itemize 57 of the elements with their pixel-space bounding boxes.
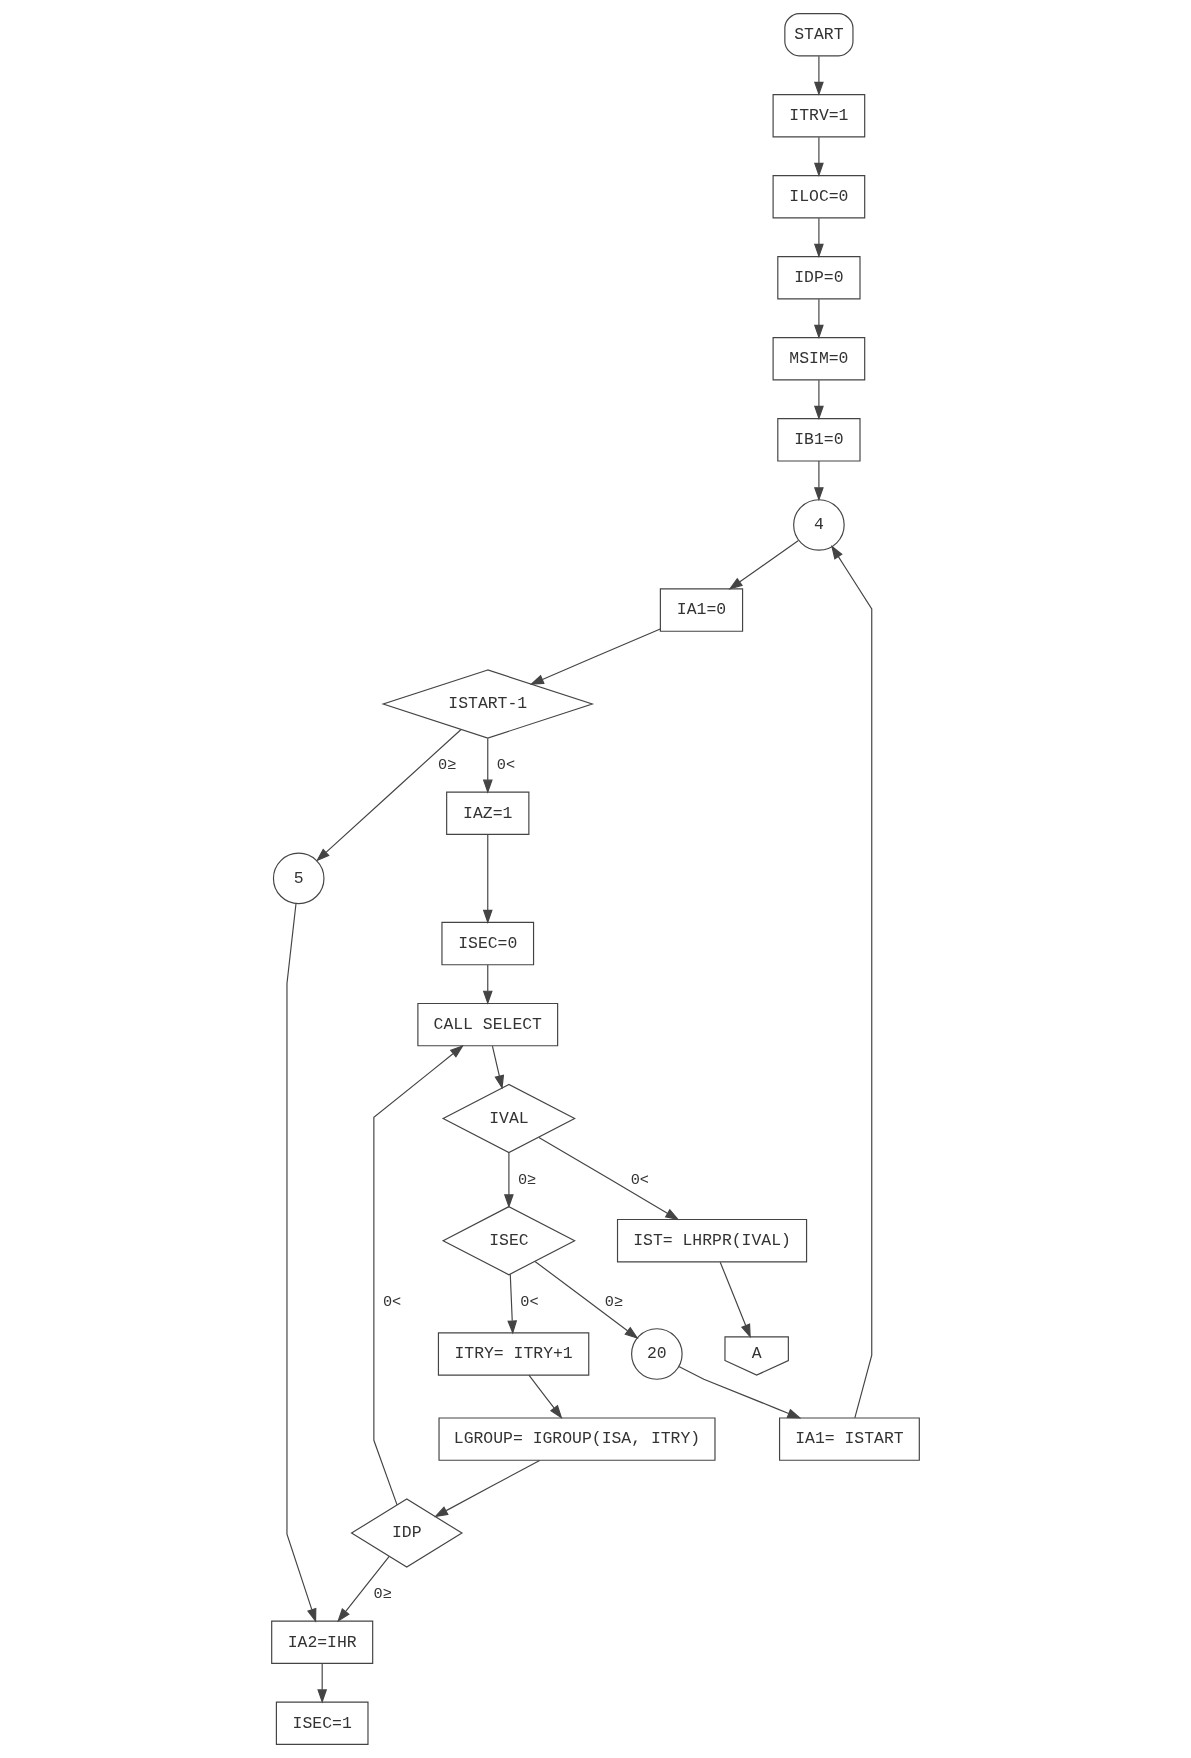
arrow <box>534 1260 639 1340</box>
node-diamond: IVAL <box>441 1083 576 1154</box>
node-box: IA1= ISTART <box>779 1417 920 1461</box>
edge-label: 0< <box>630 1170 649 1189</box>
edge-label: 0≥ <box>373 1585 392 1604</box>
node-box: ISEC=0 <box>441 921 535 966</box>
edge-label: 0≥ <box>517 1170 537 1189</box>
edge-label: 0≥ <box>604 1292 624 1311</box>
arrow <box>678 1366 802 1419</box>
arrow <box>482 833 493 924</box>
arrow <box>813 298 824 339</box>
arrow <box>434 1459 541 1518</box>
node-box: ITRV=1 <box>772 94 866 138</box>
node-box: LGROUP= IGROUP(ISA, ITRY) <box>438 1417 716 1461</box>
arrow <box>728 539 800 590</box>
arrow <box>507 1273 518 1335</box>
node-circle: 5 <box>272 852 325 905</box>
node-box: IST= LHRPR(IVAL) <box>616 1218 808 1263</box>
arrow <box>529 628 661 685</box>
edge-label: 0< <box>496 756 516 775</box>
node-box: START <box>784 13 854 57</box>
arrow <box>831 545 873 1419</box>
node-circle: 20 <box>631 1328 683 1380</box>
arrow <box>538 1136 680 1221</box>
arrow <box>813 217 824 258</box>
edge-label: 0< <box>382 1292 402 1311</box>
node-diamond: ISEC <box>441 1205 576 1276</box>
node-box: MSIM=0 <box>772 337 866 381</box>
node-box: IA1=0 <box>659 588 744 632</box>
node-diamond: ISTART-1 <box>381 669 595 739</box>
arrow <box>719 1261 751 1339</box>
edge-label: 0< <box>520 1292 539 1311</box>
arrow <box>315 728 462 862</box>
node-box: IAZ=1 <box>446 791 530 835</box>
arrow <box>813 136 824 177</box>
arrow <box>503 1152 514 1209</box>
node-box: IDP=0 <box>777 256 861 300</box>
node-box: CALL SELECT <box>417 1002 559 1047</box>
arrow <box>286 903 317 1623</box>
arrow <box>337 1555 390 1623</box>
arrow <box>491 1045 505 1090</box>
node-box: ISEC=1 <box>275 1701 369 1745</box>
arrow <box>373 1045 464 1506</box>
arrow <box>528 1374 563 1419</box>
node-diamond: IDP <box>350 1498 464 1568</box>
node-box: ILOC=0 <box>772 175 866 219</box>
arrow <box>317 1663 328 1704</box>
edge-label: 0≥ <box>438 756 457 775</box>
node-box: IB1=0 <box>777 418 861 462</box>
arrow <box>813 460 824 502</box>
arrow <box>482 737 493 794</box>
arrow <box>813 55 824 96</box>
node-circle: 4 <box>793 499 845 551</box>
node-box: IA2=IHR <box>271 1620 374 1664</box>
node-box: ITRY= ITRY+1 <box>437 1332 590 1376</box>
arrow <box>813 379 824 420</box>
arrow <box>482 964 493 1005</box>
